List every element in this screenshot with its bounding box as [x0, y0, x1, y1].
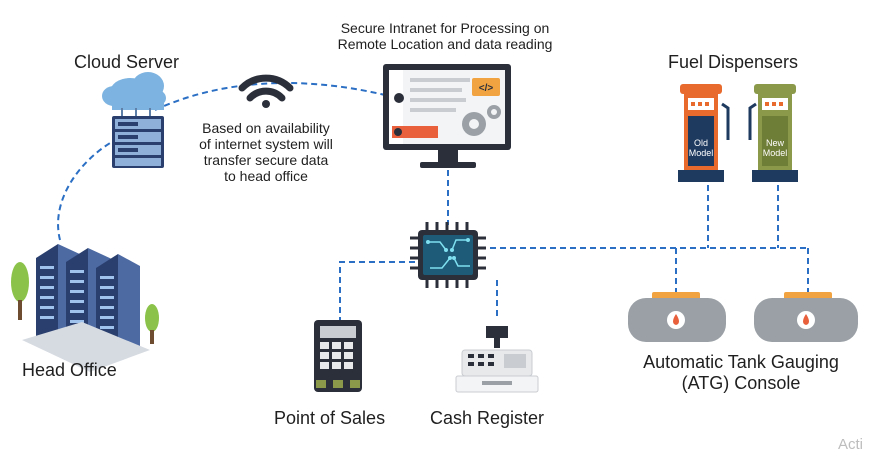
atg-console-label: Automatic Tank Gauging (ATG) Console: [616, 352, 866, 393]
head-office-icon: [11, 244, 159, 372]
new-model-label: New Model: [760, 138, 790, 159]
chip-icon: [410, 222, 486, 288]
wifi-note-line-4: to head office: [224, 168, 308, 185]
cash-register-label: Cash Register: [430, 408, 545, 428]
cloud-server-label: Cloud Server: [74, 52, 180, 72]
old-model-line-2: Model: [688, 148, 714, 159]
line-chip-to-pos: [339, 261, 415, 320]
line-cloud-to-wifi-arc: [154, 82, 386, 111]
new-model-line-1: New: [765, 138, 784, 148]
new-model-line-2: Model: [762, 148, 788, 159]
cash-register-icon: [455, 326, 539, 393]
fuel-tank-right-icon: [754, 292, 858, 342]
wifi-note-line-2: of internet system will: [199, 136, 333, 153]
head-office-label: Head Office: [22, 360, 117, 380]
wifi-note: Based on availability of internet system…: [186, 120, 346, 184]
cloud-server-icon: [102, 72, 166, 168]
old-model-label: Old Model: [686, 138, 716, 159]
code-icon-text: </>: [479, 83, 494, 94]
atg-console-line-2: (ATG) Console: [681, 372, 801, 393]
line-head-office-to-cloud: [57, 139, 116, 241]
connection-lines: [57, 82, 809, 320]
fuel-tank-left-icon: [628, 292, 726, 342]
wifi-note-line-1: Based on availability: [202, 120, 330, 136]
fuel-dispensers-label: Fuel Dispensers: [668, 52, 799, 72]
wifi-note-line-3: transfer secure data: [203, 152, 329, 169]
intranet-note-line-1: Secure Intranet for Processing on: [340, 20, 550, 36]
old-fuel-dispenser-icon: [678, 84, 730, 182]
monitor-icon: </>: [383, 64, 511, 168]
old-model-line-1: Old: [693, 138, 708, 148]
point-of-sales-label: Point of Sales: [274, 408, 386, 428]
intranet-note-line-2: Remote Location and data reading: [337, 36, 553, 53]
intranet-note: Secure Intranet for Processing on Remote…: [300, 20, 590, 52]
atg-console-line-1: Automatic Tank Gauging: [643, 352, 839, 372]
new-fuel-dispenser-icon: [748, 84, 798, 182]
watermark-text: Acti: [838, 436, 864, 453]
wifi-icon: [238, 74, 294, 108]
point-of-sales-icon: [314, 320, 362, 392]
